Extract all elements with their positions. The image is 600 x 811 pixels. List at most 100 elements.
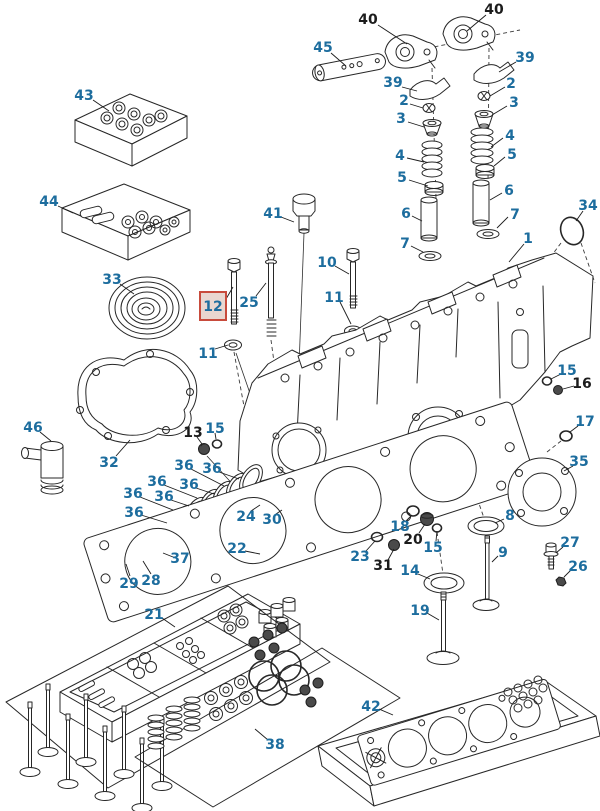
callout-3[interactable]: 3 xyxy=(396,111,425,128)
callout-leader-line xyxy=(562,385,575,390)
part-valve-seal-8 xyxy=(467,516,505,536)
callout-44[interactable]: 44 xyxy=(39,194,74,214)
callout-36[interactable]: 36 xyxy=(147,474,198,499)
callout-36[interactable]: 36 xyxy=(154,489,190,507)
callout-45[interactable]: 45 xyxy=(313,40,347,67)
callout-26[interactable]: 26 xyxy=(563,559,588,578)
callout-16[interactable]: 16 xyxy=(562,376,592,392)
callout-41[interactable]: 41 xyxy=(263,206,295,223)
callout-42[interactable]: 42 xyxy=(361,699,394,716)
part-nut-31 xyxy=(388,539,400,551)
callout-4[interactable]: 4 xyxy=(490,128,515,148)
callout-37[interactable]: 37 xyxy=(162,551,190,567)
callout-22[interactable]: 22 xyxy=(227,541,261,557)
callout-13[interactable]: 13 xyxy=(183,425,203,445)
callout-39[interactable]: 39 xyxy=(383,75,418,92)
callout-14[interactable]: 14 xyxy=(400,563,431,580)
callout-4[interactable]: 4 xyxy=(395,148,425,164)
callout-leader-line xyxy=(139,496,174,511)
boxed-small-seals xyxy=(503,675,548,713)
callout-39[interactable]: 39 xyxy=(498,50,535,73)
callout-15[interactable]: 15 xyxy=(423,530,443,556)
part-rocker-arm-left xyxy=(384,34,438,69)
callout-24[interactable]: 24 xyxy=(236,504,261,525)
callout-21[interactable]: 21 xyxy=(144,607,176,628)
callout-40[interactable]: 40 xyxy=(358,12,408,45)
callout-number: 36 xyxy=(124,505,143,521)
callout-leader-line xyxy=(244,550,261,555)
callout-23[interactable]: 23 xyxy=(350,540,376,565)
callout-36[interactable]: 36 xyxy=(202,461,240,480)
callout-12-highlighted[interactable]: 12 xyxy=(199,286,234,321)
callout-6[interactable]: 6 xyxy=(489,183,514,201)
callout-7[interactable]: 7 xyxy=(496,207,520,229)
callout-30[interactable]: 30 xyxy=(262,509,283,528)
callout-leader-line xyxy=(410,245,424,253)
callout-leader-line xyxy=(140,514,168,524)
callout-32[interactable]: 32 xyxy=(99,439,131,471)
callout-8[interactable]: 8 xyxy=(494,508,515,524)
callout-29[interactable]: 29 xyxy=(119,563,139,592)
part-plug-27 xyxy=(543,542,559,570)
callout-36[interactable]: 36 xyxy=(123,486,174,511)
callout-6[interactable]: 6 xyxy=(401,206,423,222)
callout-2[interactable]: 2 xyxy=(399,93,424,109)
part-valve-spring-right xyxy=(470,127,494,165)
callout-19[interactable]: 19 xyxy=(410,603,440,621)
highlight-box[interactable] xyxy=(199,291,227,321)
callout-36[interactable]: 36 xyxy=(124,505,168,524)
callout-17[interactable]: 17 xyxy=(569,414,595,433)
callout-20[interactable]: 20 xyxy=(403,523,426,548)
callout-7[interactable]: 7 xyxy=(400,236,424,253)
callout-leader-line xyxy=(190,468,225,487)
callout-number: 36 xyxy=(179,477,198,493)
callout-leader-line xyxy=(408,179,429,187)
callout-27[interactable]: 27 xyxy=(555,535,580,554)
part-oring-15-head xyxy=(541,376,553,386)
callout-3[interactable]: 3 xyxy=(491,95,519,116)
callout-18[interactable]: 18 xyxy=(390,514,413,535)
part-cup-plug-13 xyxy=(198,443,210,455)
callout-1[interactable]: 1 xyxy=(508,231,533,263)
part-valve-guide-right xyxy=(472,179,490,227)
part-stud-25 xyxy=(265,246,277,337)
callout-leader-line xyxy=(491,105,508,116)
part-spring-seat-left xyxy=(424,181,444,196)
callout-36[interactable]: 36 xyxy=(174,458,225,487)
callout-25[interactable]: 25 xyxy=(239,282,267,311)
callout-leader-line xyxy=(563,569,572,578)
callout-34[interactable]: 34 xyxy=(575,198,598,222)
callout-40[interactable]: 40 xyxy=(466,2,504,32)
callout-number: 24 xyxy=(236,509,256,525)
callout-number: 42 xyxy=(361,699,380,715)
callout-2[interactable]: 2 xyxy=(489,76,516,97)
callout-leader-line xyxy=(214,344,229,350)
callout-9[interactable]: 9 xyxy=(491,545,508,563)
callout-number: 2 xyxy=(506,76,516,92)
callout-11[interactable]: 11 xyxy=(324,290,352,325)
callout-15[interactable]: 15 xyxy=(205,421,225,440)
callout-number: 15 xyxy=(205,421,224,437)
callout-number: 31 xyxy=(373,558,392,574)
callout-10[interactable]: 10 xyxy=(317,255,350,275)
callout-35[interactable]: 35 xyxy=(563,454,589,472)
callout-36[interactable]: 36 xyxy=(179,477,215,495)
callout-5[interactable]: 5 xyxy=(397,170,429,187)
callout-33[interactable]: 33 xyxy=(102,272,135,295)
callout-leader-line xyxy=(161,617,176,628)
callout-43[interactable]: 43 xyxy=(74,88,110,112)
part-collet-right xyxy=(477,91,491,101)
callout-15[interactable]: 15 xyxy=(550,363,577,380)
callout-11[interactable]: 11 xyxy=(198,344,229,362)
callout-38[interactable]: 38 xyxy=(254,728,285,753)
callout-number: 5 xyxy=(507,147,517,163)
part-sensor-41 xyxy=(292,193,316,421)
callout-28[interactable]: 28 xyxy=(141,560,161,589)
callout-5[interactable]: 5 xyxy=(493,147,517,167)
callout-leader-line xyxy=(254,728,269,741)
callout-31[interactable]: 31 xyxy=(373,548,395,574)
part-guide-washer-left xyxy=(418,251,442,261)
part-head-gasket xyxy=(83,401,537,623)
callout-number: 36 xyxy=(202,461,221,477)
callout-46[interactable]: 46 xyxy=(23,420,52,442)
